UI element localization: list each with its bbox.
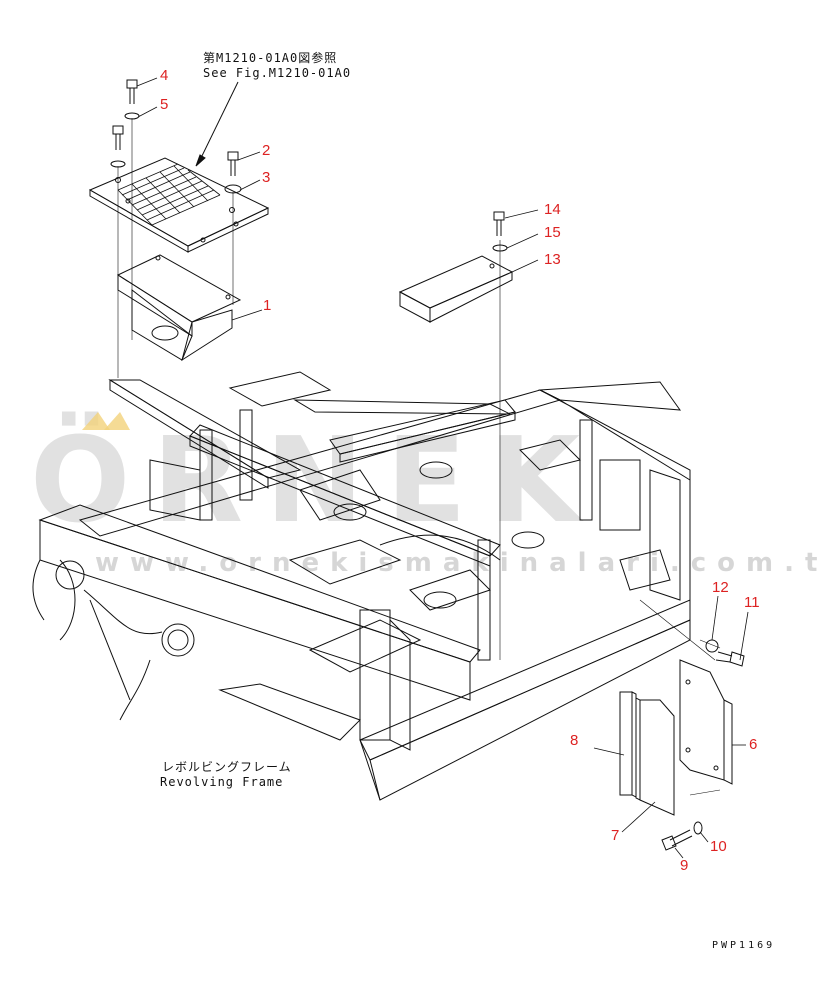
callout-12: 12 (712, 579, 729, 596)
bolt-14 (493, 211, 505, 236)
callout-9: 9 (680, 857, 689, 874)
bolt-2 (227, 151, 239, 176)
watermark-accent (82, 412, 110, 430)
plate-7 (635, 697, 675, 816)
callout-13: 13 (544, 251, 561, 268)
bolt-11 (715, 651, 745, 667)
bolt-4b (112, 125, 124, 150)
plate-6 (679, 659, 733, 785)
revolving-frame (32, 371, 691, 801)
reference-leader (199, 81, 239, 161)
callout-3: 3 (262, 169, 271, 186)
washer-3 (224, 184, 242, 194)
callout-11: 11 (744, 594, 760, 611)
grille-plate (88, 157, 270, 253)
bolt-4 (126, 79, 138, 104)
washer-10 (693, 821, 703, 835)
reference-arrow (195, 154, 206, 167)
callout-leaders (136, 77, 749, 859)
assembly-lines (117, 118, 721, 796)
reference-english: See Fig.M1210-01A0 (203, 66, 352, 80)
callout-8: 8 (570, 732, 579, 749)
strip-8 (619, 691, 637, 798)
callout-5: 5 (160, 96, 169, 113)
bracket-1 (116, 254, 242, 362)
callout-15: 15 (544, 224, 561, 241)
callout-6: 6 (749, 736, 758, 753)
callout-4: 4 (160, 67, 169, 84)
cover-13 (398, 255, 514, 323)
reference-japanese: 第M1210-01A0図参照 (203, 51, 338, 65)
frame-label-japanese: レボルビングフレーム (162, 760, 292, 774)
figure-code: PWP1169 (712, 940, 776, 951)
watermark-accent-2 (104, 412, 130, 430)
washer-12 (705, 639, 719, 653)
bolt-9 (661, 829, 693, 851)
callout-14: 14 (544, 201, 561, 218)
callout-2: 2 (262, 142, 271, 159)
frame-label-english: Revolving Frame (160, 775, 284, 789)
callout-10: 10 (710, 838, 727, 855)
callout-7: 7 (611, 827, 620, 844)
callout-1: 1 (263, 297, 272, 314)
